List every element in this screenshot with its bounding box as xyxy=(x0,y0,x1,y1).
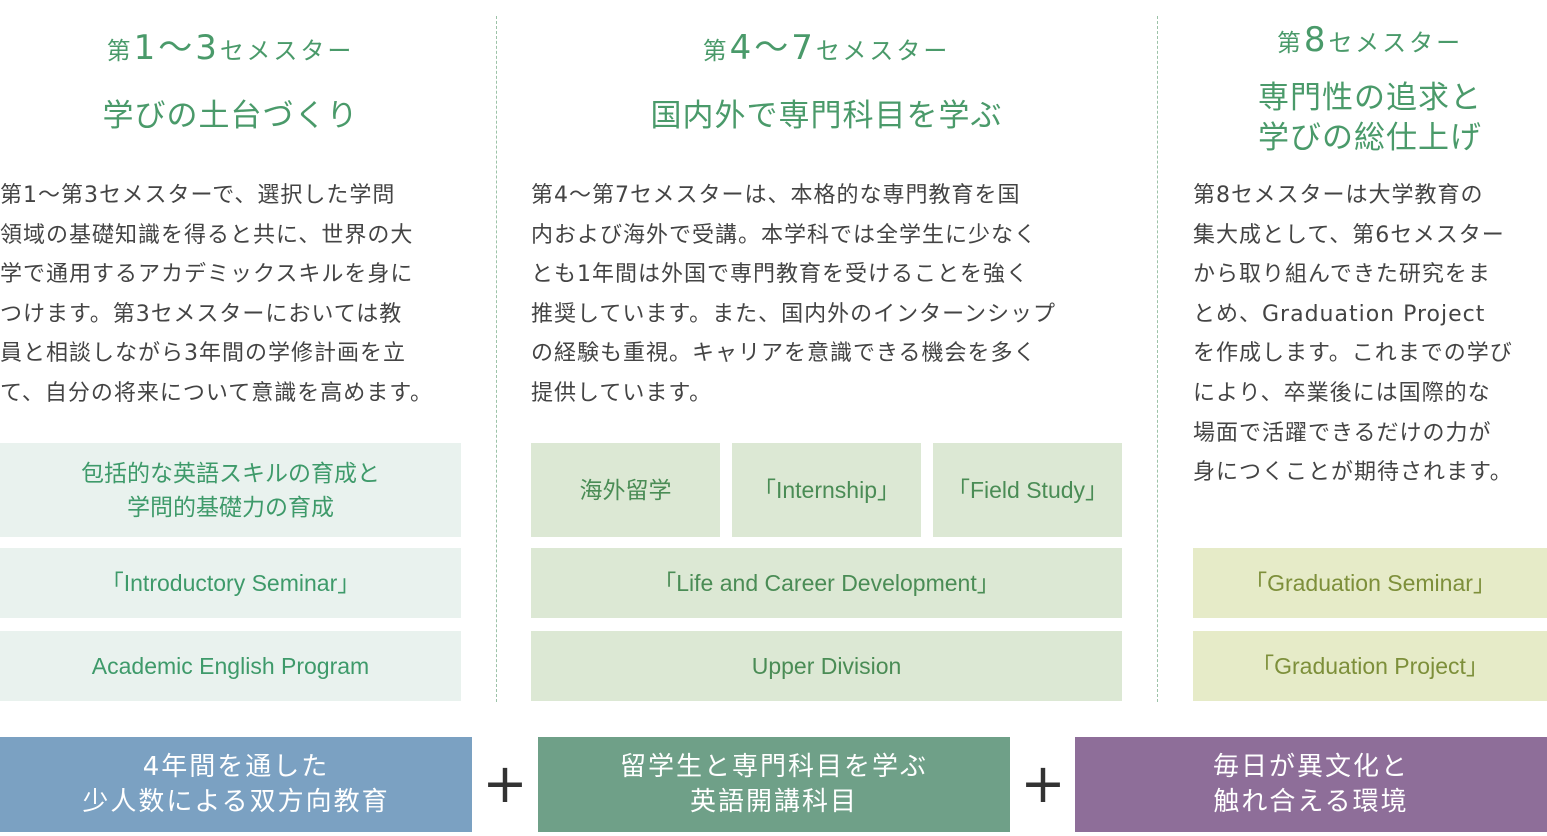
semester-prefix: 第 xyxy=(106,37,134,65)
box-graduation-seminar: 「Graduation Seminar」 xyxy=(1193,548,1547,618)
column-heading: 学びの土台づくり xyxy=(0,96,461,136)
description-line: 推奨しています。また、国内外のインターンシップ xyxy=(531,301,1057,327)
feature-label-line: 毎日が異文化と xyxy=(1212,751,1409,782)
heading-line: 学びの土台づくり xyxy=(102,98,359,134)
description-line: 場面で活躍できるだけの力が xyxy=(1193,420,1492,446)
description-line: により、卒業後には国際的な xyxy=(1193,380,1491,406)
box-label: 「Graduation Seminar」 xyxy=(1244,570,1496,596)
semester-suffix: セメスター xyxy=(219,37,355,65)
plus-icon: + xyxy=(482,752,528,815)
semester-label: 第4〜7セメスター xyxy=(531,20,1122,69)
box-label: Upper Division xyxy=(751,653,902,679)
semester-prefix: 第 xyxy=(1276,29,1304,57)
box-academic-english-program: Academic English Program xyxy=(0,631,461,701)
description-line: つけます。第3セメスターにおいては教 xyxy=(0,301,403,327)
description-line: の経験も重視。キャリアを意識できる機会を多く xyxy=(531,341,1037,367)
box-english-skills: 包括的な英語スキルの育成と 学問的基礎力の育成 xyxy=(0,443,461,537)
box-label: 「Introductory Seminar」 xyxy=(100,570,361,596)
box-label: 「Field Study」 xyxy=(946,477,1109,503)
column-description: 第8セメスターは大学教育の 集大成として、第6セメスター から取り組んできた研究… xyxy=(1193,176,1547,493)
column-heading: 専門性の追求と 学びの総仕上げ xyxy=(1193,78,1547,158)
box-introductory-seminar: 「Introductory Seminar」 xyxy=(0,548,461,618)
feature-label-line: 英語開講科目 xyxy=(689,786,858,817)
semester-suffix: セメスター xyxy=(815,37,951,65)
box-label: 「Graduation Project」 xyxy=(1251,653,1489,679)
description-line: を作成します。これまでの学び xyxy=(1193,341,1513,367)
box-label: 「Life and Career Development」 xyxy=(653,570,1000,596)
box-internship: 「Internship」 xyxy=(732,443,921,537)
semester-label: 第1〜3セメスター xyxy=(0,20,461,69)
column-divider xyxy=(496,16,497,702)
description-line: 第8セメスターは大学教育の xyxy=(1193,183,1484,208)
description-line: 第1〜第3セメスターで、選択した学問 xyxy=(0,183,396,208)
box-label: 「Internship」 xyxy=(752,477,900,503)
semester-label: 第8セメスター xyxy=(1193,20,1547,60)
description-line: 学で通用するアカデミックスキルを身に xyxy=(0,262,414,288)
feature-label-line: 4年間を通した xyxy=(142,751,330,782)
feature-english-courses: 留学生と専門科目を学ぶ 英語開講科目 xyxy=(538,737,1010,832)
description-line: 第4〜第7セメスターは、本格的な専門教育を国 xyxy=(531,183,1021,208)
semester-suffix: セメスター xyxy=(1328,29,1464,57)
box-label-line: 学問的基礎力の育成 xyxy=(127,494,334,520)
feature-small-class-education: 4年間を通した 少人数による双方向教育 xyxy=(0,737,472,832)
box-graduation-project: 「Graduation Project」 xyxy=(1193,631,1547,701)
description-line: 提供しています。 xyxy=(531,380,713,406)
semester-prefix: 第 xyxy=(702,37,730,65)
column-divider xyxy=(1157,16,1158,702)
description-line: て、自分の将来について意識を高めます。 xyxy=(0,380,434,406)
description-line: 集大成として、第6セメスター xyxy=(1193,222,1505,248)
box-label: Academic English Program xyxy=(91,653,370,679)
feature-label-line: 触れ合える環境 xyxy=(1213,786,1409,817)
column-description: 第1〜第3セメスターで、選択した学問 領域の基礎知識を得ると共に、世界の大 学で… xyxy=(0,176,461,414)
semester-range: 1〜3 xyxy=(133,28,220,68)
plus-icon: + xyxy=(1020,752,1066,815)
feature-label-line: 留学生と専門科目を学ぶ xyxy=(619,751,928,782)
box-field-study: 「Field Study」 xyxy=(933,443,1122,537)
description-line: 身につくことが期待されます。 xyxy=(1193,460,1513,486)
heading-line: 専門性の追求と xyxy=(1258,80,1482,116)
feature-intercultural-environment: 毎日が異文化と 触れ合える環境 xyxy=(1075,737,1547,832)
box-study-abroad: 海外留学 xyxy=(531,443,720,537)
heading-line: 学びの総仕上げ xyxy=(1258,120,1482,156)
heading-line: 国内外で専門科目を学ぶ xyxy=(650,98,1003,134)
column-heading: 国内外で専門科目を学ぶ xyxy=(531,96,1122,136)
box-upper-division: Upper Division xyxy=(531,631,1122,701)
feature-label-line: 少人数による双方向教育 xyxy=(82,786,390,817)
semester-range: 8 xyxy=(1303,20,1329,60)
description-line: 内および海外で受講。本学科では全学生に少なく xyxy=(531,222,1038,248)
description-line: とめ、Graduation Project xyxy=(1193,301,1486,327)
description-line: とも1年間は外国で専門教育を受けることを強く xyxy=(531,262,1029,288)
description-line: から取り組んできた研究をま xyxy=(1193,262,1491,288)
semester-range: 4〜7 xyxy=(729,28,816,68)
column-description: 第4〜第7セメスターは、本格的な専門教育を国 内および海外で受講。本学科では全学… xyxy=(531,176,1122,414)
box-life-career-development: 「Life and Career Development」 xyxy=(531,548,1122,618)
description-line: 領域の基礎知識を得ると共に、世界の大 xyxy=(0,222,414,248)
description-line: 員と相談しながら3年間の学修計画を立 xyxy=(0,341,406,367)
box-label: 海外留学 xyxy=(579,477,672,503)
box-label-line: 包括的な英語スキルの育成と xyxy=(81,460,380,486)
